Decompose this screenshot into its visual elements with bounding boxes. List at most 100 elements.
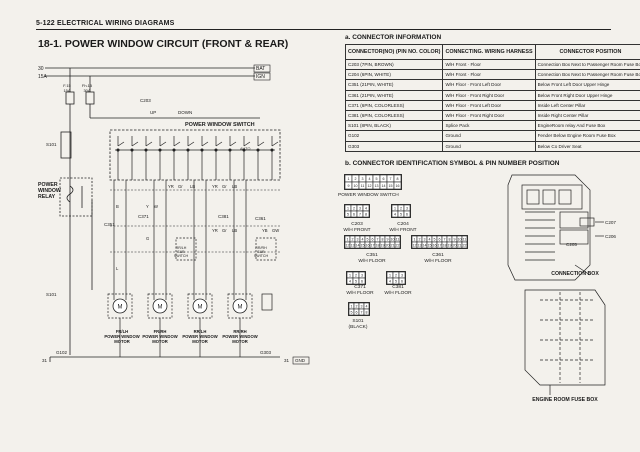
switch-contact-blade xyxy=(201,141,209,147)
switch-contact-blade xyxy=(257,141,265,147)
pin-number: 16 xyxy=(366,243,370,247)
c371-diagram-label: C371 xyxy=(138,214,149,219)
box-c207-label: C207 xyxy=(605,220,616,225)
box-c206-label: C206 xyxy=(605,234,616,239)
pin-number: 1 xyxy=(348,177,350,181)
pin-number: 1 xyxy=(349,273,351,277)
pin-number: 9 xyxy=(348,184,350,188)
pin-number: 17 xyxy=(438,243,442,247)
switch-contact-blade xyxy=(173,141,181,147)
s101-pins-outline xyxy=(348,302,370,316)
pin-number: 15 xyxy=(389,184,393,188)
s101-lower-label: S101 xyxy=(46,292,57,297)
engine-fuse-box-caption: ENGINE ROOM FUSE BOX xyxy=(532,397,598,403)
pin-number: 19 xyxy=(448,243,452,247)
ign-tag: IGN xyxy=(256,74,265,80)
switch-contact-blade xyxy=(187,141,195,147)
motor-symbol: M xyxy=(158,305,163,311)
cell-connector: G303 xyxy=(344,140,444,152)
pin-cell xyxy=(358,277,366,285)
pin-number: 22 xyxy=(463,243,467,247)
pin-number: 6 xyxy=(406,212,408,216)
pin-number: 6 xyxy=(372,237,374,241)
ground-block xyxy=(261,293,273,311)
pin-cell xyxy=(398,277,406,285)
motor-rr-lh-label: RR/LH POWER WINDOW MOTOR xyxy=(182,329,218,344)
pin-number: 4 xyxy=(369,177,371,181)
pin-number: 21 xyxy=(391,243,395,247)
wire-color-label: YR xyxy=(212,228,218,233)
pin-number: 3 xyxy=(357,237,359,241)
pin-number: 12 xyxy=(413,243,417,247)
wire-color-label: Gr xyxy=(222,184,227,189)
motor-fr-lh-label: FR/LH POWER WINDOW MOTOR xyxy=(104,329,140,344)
pin-number: 2 xyxy=(395,273,397,277)
pin-number: 14 xyxy=(356,243,360,247)
pin-number: 5 xyxy=(400,212,402,216)
pin-number: 1 xyxy=(351,304,353,308)
pin-cell xyxy=(363,308,370,316)
c381-pins-outline xyxy=(386,271,406,285)
switch-contacts xyxy=(116,136,279,180)
wire-color-label: Gr xyxy=(178,184,183,189)
c204-pins-outline xyxy=(391,204,411,218)
pin-number: 7 xyxy=(361,310,363,314)
switch-contact-blade xyxy=(131,141,139,147)
pin-number: 6 xyxy=(353,212,355,216)
pin-number: 6 xyxy=(401,279,403,283)
pin-number: 5 xyxy=(395,279,397,283)
pin-number: 6 xyxy=(356,310,358,314)
pin-number: 7 xyxy=(377,237,379,241)
pin-number: 2 xyxy=(352,237,354,241)
pw-switch-pins-outline xyxy=(344,174,402,190)
pin-number: 5 xyxy=(367,237,369,241)
pin-number: 5 xyxy=(355,279,357,283)
wire-color-label: Y xyxy=(146,204,149,209)
motor-icon xyxy=(192,298,208,314)
pin-number: 8 xyxy=(397,177,399,181)
connection-box-drawing xyxy=(507,174,606,395)
switch-contact-blade xyxy=(215,141,223,147)
wire-color-label: GW xyxy=(272,228,279,233)
pin-number: 4 xyxy=(429,237,431,241)
fuse-left-label: F.15 15A xyxy=(63,83,71,93)
pin-number: 12 xyxy=(346,243,350,247)
page-header: 5-122 ELECTRICAL WIRING DIAGRAMS xyxy=(36,20,175,27)
pin-number: 18 xyxy=(443,243,447,247)
motor-icon xyxy=(152,298,168,314)
motor-symbol: M xyxy=(238,305,243,311)
switch-contact-blade xyxy=(145,141,153,147)
pin-number: 3 xyxy=(424,237,426,241)
c381-diagram-label: C381 xyxy=(218,214,229,219)
pin-number: 10 xyxy=(354,184,358,188)
motor-symbol: M xyxy=(118,305,123,311)
pin-number: 4 xyxy=(389,279,391,283)
s101-diagram-label: S101 xyxy=(46,142,57,147)
pin-number: 5 xyxy=(376,177,378,181)
pin-number: 9 xyxy=(454,237,456,241)
pin-number: 19 xyxy=(381,243,385,247)
wire-color-label: Gr xyxy=(222,228,227,233)
pin-number: 22 xyxy=(396,243,400,247)
pw-switch-label: POWER WINDOW SWITCH xyxy=(185,122,255,128)
c203-sub: W/H FRONT xyxy=(343,228,371,233)
c381-sub: W/H FLOOR xyxy=(384,291,412,296)
pin-number: 14 xyxy=(423,243,427,247)
gnd-tag: GND xyxy=(295,358,306,363)
ground-31-right: 31 xyxy=(284,358,290,363)
auto-label: AUTO xyxy=(240,147,251,151)
connection-box-caption: CONNECTION BOX xyxy=(551,271,599,277)
pin-number: 18 xyxy=(376,243,380,247)
pin-number: 17 xyxy=(371,243,375,247)
motor-icon xyxy=(232,298,248,314)
pin-number: 2 xyxy=(355,273,357,277)
pin-number: 2 xyxy=(400,206,402,210)
pin-number: 15 xyxy=(428,243,432,247)
switch-contact-blade xyxy=(271,141,279,147)
subswitch-left-label: RR/LH SUB SWITCH xyxy=(173,246,189,258)
c371-caption: C371 xyxy=(354,285,366,290)
pin-number: 20 xyxy=(453,243,457,247)
